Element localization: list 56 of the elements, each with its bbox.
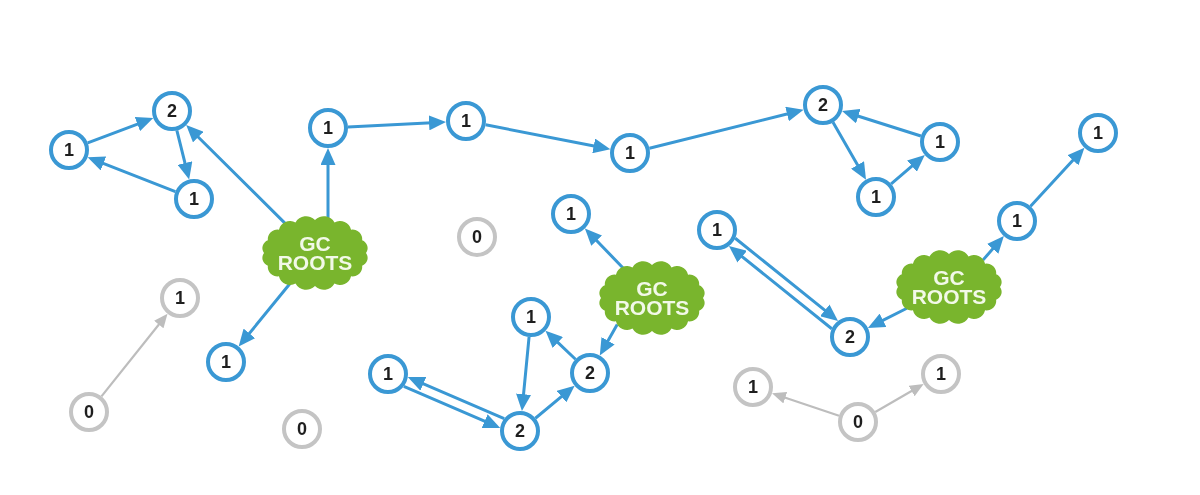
number-circle: 0 — [282, 409, 322, 449]
arrow — [485, 123, 611, 154]
arrow — [175, 130, 193, 180]
arrow — [516, 336, 531, 412]
number-circle: 2 — [152, 91, 192, 131]
arrow — [734, 237, 839, 323]
number-circle: 1 — [697, 210, 737, 250]
number-circle: 1 — [368, 354, 408, 394]
arrow — [874, 383, 925, 413]
arrow — [534, 384, 576, 420]
arrow — [583, 227, 625, 270]
cloud: GC ROOTS — [596, 260, 708, 336]
arrow — [544, 329, 577, 361]
number-circle: 0 — [69, 392, 109, 432]
number-circle: 2 — [830, 317, 870, 357]
cloud: GC ROOTS — [893, 249, 1005, 325]
arrow — [867, 306, 908, 330]
number-circle: 1 — [511, 297, 551, 337]
number-circle: 1 — [856, 177, 896, 217]
arrow — [237, 282, 291, 348]
arrow — [598, 323, 619, 357]
arrow — [1029, 146, 1086, 208]
number-circle: 1 — [160, 278, 200, 318]
arrow — [841, 109, 922, 138]
number-circle: 1 — [733, 367, 773, 407]
number-circle: 2 — [500, 411, 540, 451]
arrow — [87, 116, 154, 145]
number-circle: 1 — [308, 108, 348, 148]
number-circle: 1 — [206, 342, 246, 382]
number-circle: 1 — [921, 354, 961, 394]
number-circle: 1 — [49, 130, 89, 170]
number-circle: 1 — [997, 201, 1037, 241]
arrow — [403, 384, 501, 430]
arrow — [890, 153, 926, 186]
number-circle: 1 — [446, 101, 486, 141]
arrow — [831, 121, 868, 181]
number-circle: 1 — [610, 133, 650, 173]
number-circle: 1 — [1078, 113, 1118, 153]
arrow — [87, 155, 176, 194]
number-circle: 1 — [551, 194, 591, 234]
number-circle: 1 — [920, 122, 960, 162]
number-circle: 2 — [570, 353, 610, 393]
cloud: GC ROOTS — [259, 215, 371, 291]
arrow — [649, 106, 804, 150]
arrow — [407, 375, 505, 421]
arrow — [185, 124, 287, 225]
number-circle: 0 — [457, 217, 497, 257]
arrow — [981, 235, 1005, 262]
number-circle: 2 — [803, 85, 843, 125]
arrow — [771, 392, 840, 417]
number-circle: 1 — [174, 179, 214, 219]
number-circle: 0 — [838, 402, 878, 442]
arrow — [100, 312, 169, 398]
arrow — [347, 115, 447, 131]
arrow — [728, 244, 833, 330]
arrow — [320, 148, 336, 220]
